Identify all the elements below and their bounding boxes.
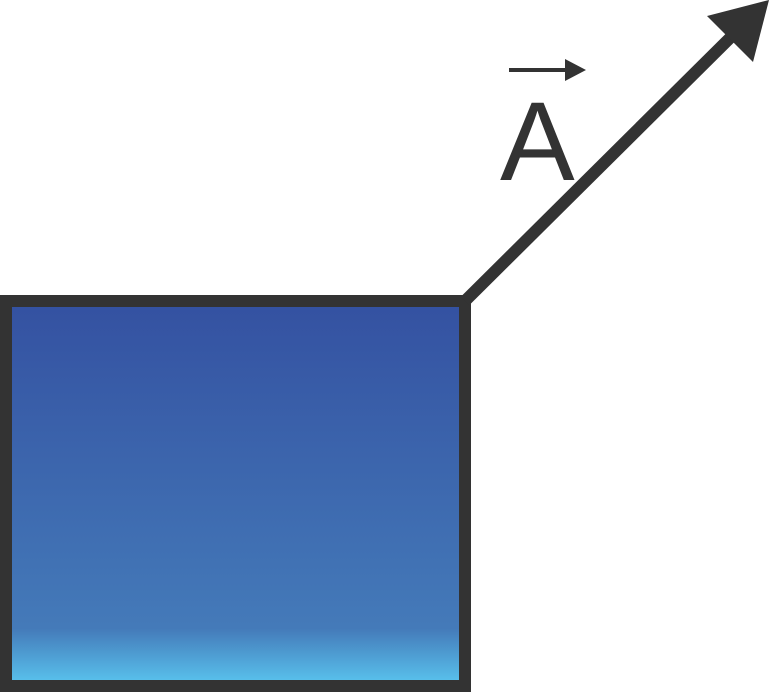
block-rectangle — [0, 295, 471, 692]
vector-label: A — [500, 79, 575, 204]
vector-arrowhead — [707, 0, 769, 62]
vector-arrow-shaft — [460, 28, 740, 306]
vector-notation-arrowhead — [565, 59, 586, 81]
